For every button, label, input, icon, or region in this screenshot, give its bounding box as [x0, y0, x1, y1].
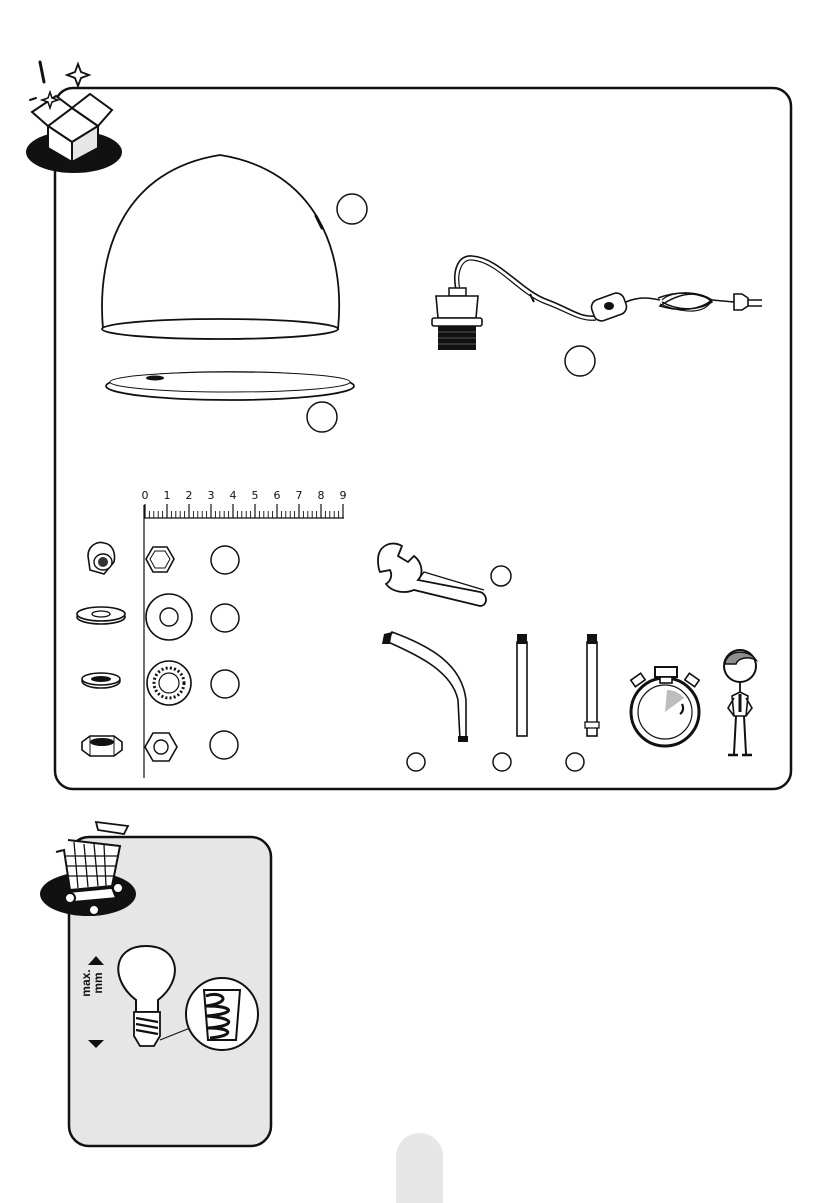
ruler-label-2: 2 — [182, 489, 196, 502]
straight-tube-part-b — [585, 634, 599, 736]
part-label-circle-cap-nut — [211, 546, 239, 574]
part-label-circle-tube-a — [493, 753, 511, 771]
bulb-size-label: max. mm — [80, 963, 110, 1003]
ruler-label-6: 6 — [270, 489, 284, 502]
page-number-tab — [396, 1133, 443, 1203]
ruler-label-3: 3 — [204, 489, 218, 502]
part-label-circle-curved-tube — [407, 753, 425, 771]
part-label-circle-hex-nut — [210, 731, 238, 759]
part-label-circle-socket — [565, 346, 595, 376]
ruler-label-8: 8 — [314, 489, 328, 502]
ruler-label-0: 0 — [138, 489, 152, 502]
part-label-circle-washer — [211, 604, 239, 632]
diffuser-disc — [106, 372, 354, 400]
part-label-circle-wrench — [491, 566, 511, 586]
part-label-circle-disc — [307, 402, 337, 432]
ruler-label-9: 9 — [336, 489, 350, 502]
stopwatch-icon — [631, 667, 699, 746]
ruler-label-1: 1 — [160, 489, 174, 502]
ruler-label-7: 7 — [292, 489, 306, 502]
straight-tube-part-a — [517, 634, 527, 736]
part-label-circle-shade — [337, 194, 367, 224]
ruler-label-4: 4 — [226, 489, 240, 502]
ruler-label-5: 5 — [248, 489, 262, 502]
part-label-circle-tube-b — [566, 753, 584, 771]
part-label-circle-lock-washer — [211, 670, 239, 698]
bulb-label-unit: mm — [92, 963, 104, 1003]
